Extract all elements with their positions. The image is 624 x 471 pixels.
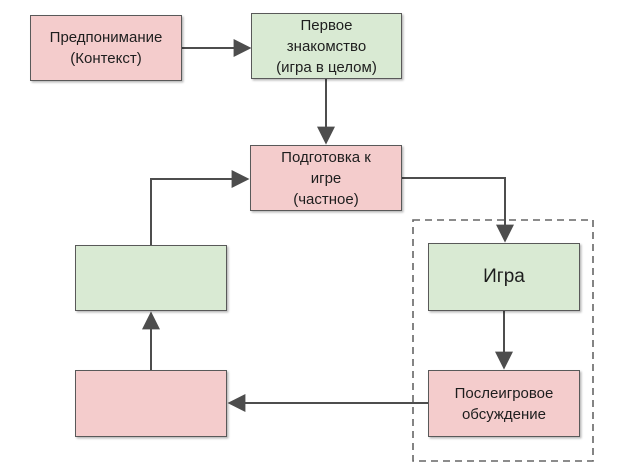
arrow-unlabeled-green-to-preparation	[150, 170, 250, 245]
node-game-label: Игра	[483, 265, 525, 287]
node-preparation[interactable]: Подготовка к игре (частное)	[250, 145, 402, 211]
node-first-acquaintance-label: Первое знакомство (игра в целом)	[276, 16, 377, 76]
node-game[interactable]: Игра	[428, 243, 580, 311]
node-preparation-label: Подготовка к игре (частное)	[281, 148, 371, 208]
node-postgame-label: Послеигровое обсуждение	[454, 384, 554, 423]
node-preunderstanding-label: Предпонимание (Контекст)	[49, 29, 163, 67]
node-unlabeled-pink[interactable]	[75, 370, 227, 437]
node-preunderstanding[interactable]: Предпонимание (Контекст)	[30, 15, 182, 81]
arrow-preparation-to-game	[402, 177, 514, 243]
node-postgame[interactable]: Послеигровое обсуждение	[428, 370, 580, 437]
phase-group-dashed-border	[412, 219, 594, 462]
node-unlabeled-green[interactable]	[75, 245, 227, 311]
node-first-acquaintance[interactable]: Первое знакомство (игра в целом)	[251, 13, 402, 79]
